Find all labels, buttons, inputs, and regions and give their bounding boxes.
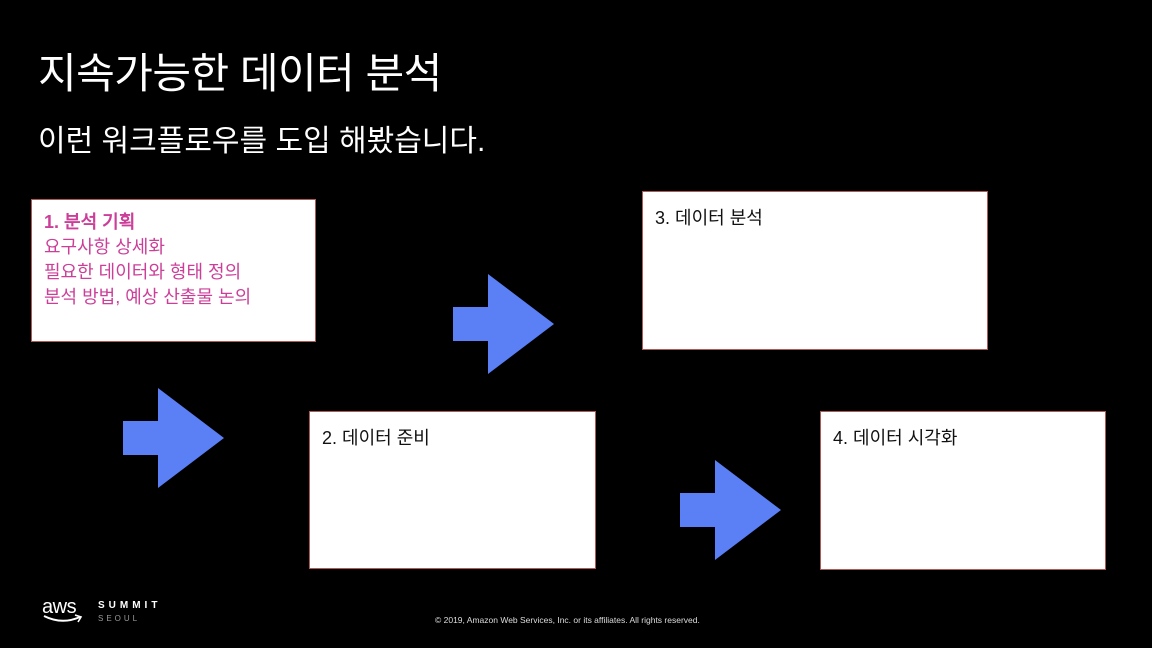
step-1-heading: 1. 분석 기획 — [44, 212, 136, 232]
aws-logo-icon: aws — [42, 597, 88, 630]
right-arrow-icon — [680, 460, 781, 560]
step-1-content: 1. 분석 기획 요구사항 상세화 필요한 데이터와 형태 정의 분석 방법, … — [44, 210, 251, 310]
city-label: SEOUL — [98, 614, 141, 623]
aws-summit-logo: aws SUMMIT SEOUL — [42, 597, 162, 630]
summit-label: SUMMIT — [98, 600, 162, 611]
copyright-notice: © 2019, Amazon Web Services, Inc. or its… — [435, 615, 700, 625]
step-1-detail: 요구사항 상세화 — [44, 237, 165, 257]
right-arrow-icon — [453, 274, 554, 374]
step-box-planning: 1. 분석 기획 요구사항 상세화 필요한 데이터와 형태 정의 분석 방법, … — [31, 199, 316, 342]
step-1-detail: 분석 방법, 예상 산출물 논의 — [44, 287, 252, 307]
step-2-heading: 2. 데이터 준비 — [322, 428, 430, 448]
step-4-heading: 4. 데이터 시각화 — [833, 428, 958, 448]
step-box-preparation: 2. 데이터 준비 — [309, 411, 596, 569]
step-3-heading: 3. 데이터 분석 — [655, 208, 763, 228]
slide-subtitle: 이런 워크플로우를 도입 해봤습니다. — [38, 125, 486, 158]
right-arrow-icon — [123, 388, 224, 488]
slide-title: 지속가능한 데이터 분석 — [38, 50, 442, 97]
step-box-analysis: 3. 데이터 분석 — [642, 191, 988, 350]
step-box-visualization: 4. 데이터 시각화 — [820, 411, 1106, 570]
step-1-detail: 필요한 데이터와 형태 정의 — [44, 262, 242, 282]
